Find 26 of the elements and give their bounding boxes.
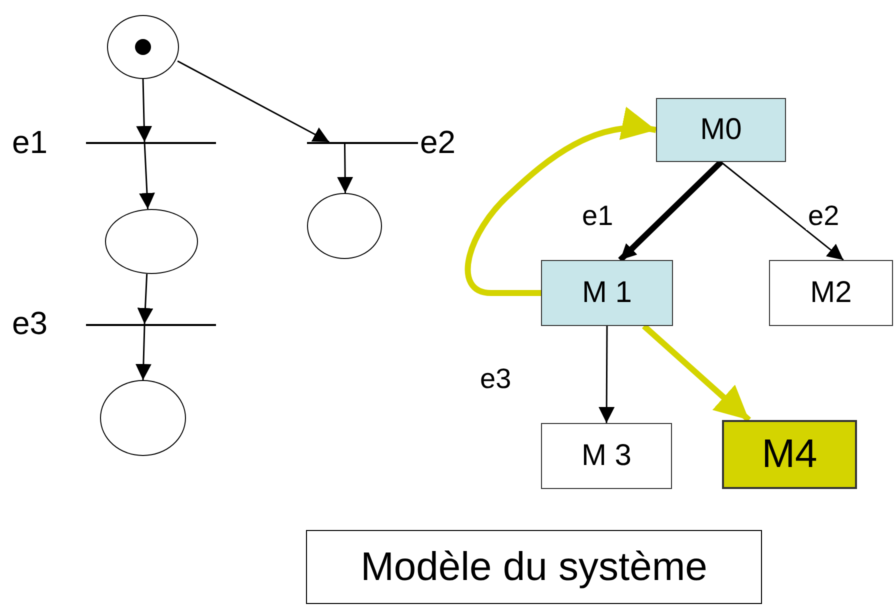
arrow: [135, 326, 152, 380]
node-label: Modèle du système: [360, 544, 708, 590]
arrow: [618, 160, 724, 262]
arrow: [642, 324, 751, 422]
transition-label: e1: [12, 126, 48, 158]
arrow: [598, 326, 615, 423]
state-label: M0: [700, 113, 742, 147]
arrow: [720, 161, 844, 261]
state-box: [656, 98, 786, 162]
state-label: M 1: [582, 276, 632, 310]
state-box: [722, 420, 857, 489]
state-box: [541, 260, 673, 326]
arrow: [139, 142, 155, 210]
arrow: [337, 144, 354, 193]
state-box: [541, 423, 672, 489]
transition-label: e2: [420, 126, 456, 158]
caption-box: [306, 530, 762, 604]
arrow: [136, 78, 152, 142]
arrow: [464, 108, 656, 296]
arrow: [137, 274, 154, 324]
state-label: M4: [762, 432, 818, 477]
state-box: [769, 260, 893, 326]
state-label: M 3: [581, 439, 632, 473]
transition-label: e3: [12, 307, 48, 339]
arrow: [177, 60, 330, 143]
state-label: M2: [810, 276, 852, 310]
